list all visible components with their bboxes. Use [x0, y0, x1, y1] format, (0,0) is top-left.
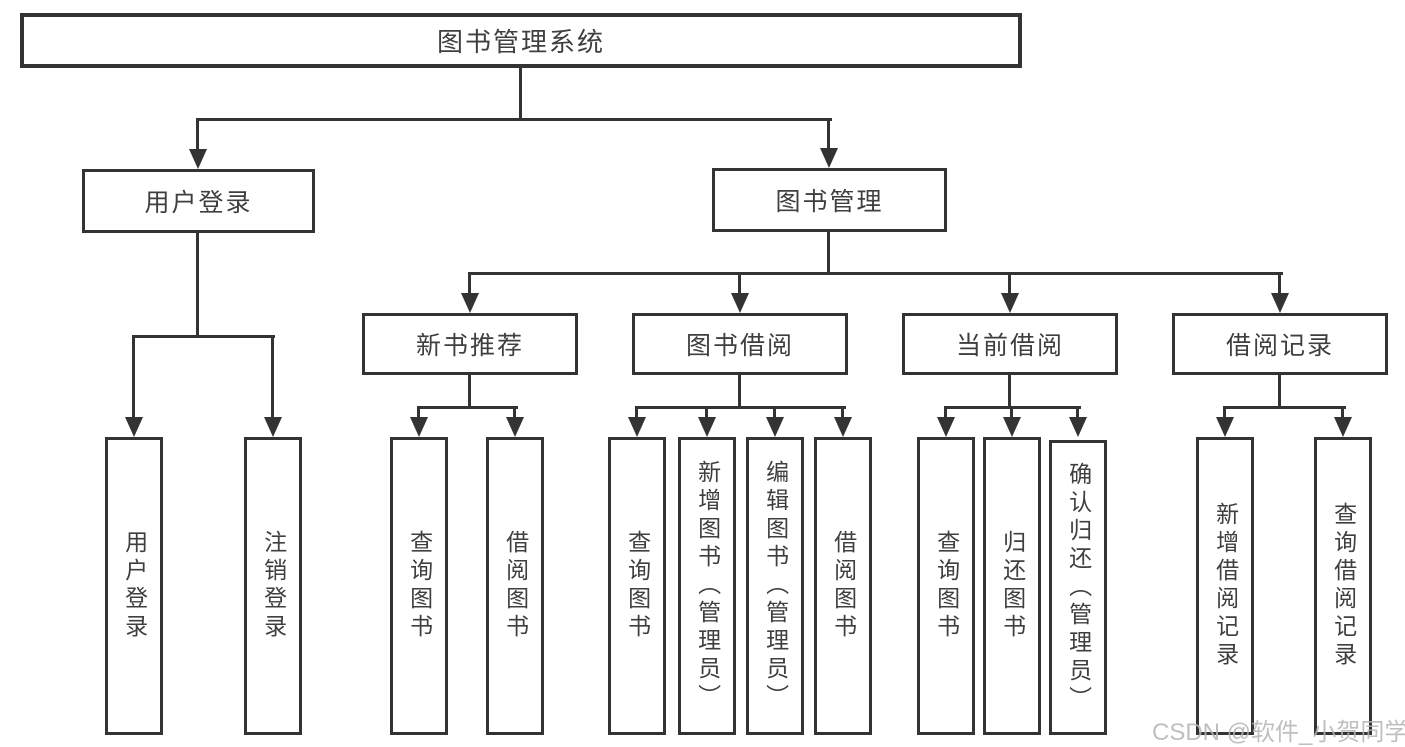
connector-arrowhead: [264, 417, 282, 437]
leaf-query-books: 查询图书: [608, 437, 666, 735]
connector-line: [1076, 406, 1079, 420]
leaf-user-login: 用户登录: [105, 437, 163, 735]
connector-line: [827, 118, 830, 152]
connector-arrowhead: [125, 417, 143, 437]
connector-line: [468, 272, 1283, 275]
connector-arrowhead: [1001, 293, 1019, 313]
leaf-confirm-return-admin: 确认归还（管理员）: [1049, 440, 1107, 735]
connector-arrowhead: [189, 149, 207, 169]
connector-line: [417, 406, 518, 409]
node-user-login-label: 用户登录: [144, 189, 253, 217]
leaf-return-books-label: 归还图书: [999, 530, 1026, 642]
connector-line: [738, 375, 741, 409]
leaf-user-login-label: 用户登录: [121, 530, 148, 642]
node-book-management-label: 图书管理: [775, 188, 884, 216]
connector-arrowhead: [461, 293, 479, 313]
connector-line: [635, 406, 638, 420]
node-new-book-recommend-label: 新书推荐: [415, 332, 524, 360]
connector-line: [773, 406, 776, 420]
connector-arrowhead: [820, 148, 838, 168]
connector-line: [132, 335, 275, 338]
node-book-borrow-label: 图书借阅: [685, 332, 794, 360]
connector-line: [635, 406, 846, 409]
leaf-query-current-label: 查询图书: [933, 530, 960, 642]
node-current-borrow-label: 当前借阅: [955, 332, 1064, 360]
leaf-query-current: 查询图书: [917, 437, 975, 735]
node-borrow-records-label: 借阅记录: [1225, 332, 1334, 360]
connector-arrowhead: [1216, 417, 1234, 437]
leaf-borrow-books: 借阅图书: [814, 437, 872, 735]
leaf-query-books-label: 查询图书: [624, 530, 651, 642]
node-root-label: 图书管理系统: [436, 27, 605, 57]
connector-arrowhead: [1069, 417, 1087, 437]
node-root: 图书管理系统: [20, 13, 1022, 68]
leaf-add-books-admin: 新增图书（管理员）: [678, 437, 736, 735]
leaf-query-borrow-record-label: 查询借阅记录: [1330, 502, 1357, 670]
connector-arrowhead: [1271, 293, 1289, 313]
csdn-watermark: CSDN @软件_小贺同学: [1152, 719, 1405, 746]
connector-line: [468, 375, 471, 409]
leaf-confirm-return-admin-label: 确认归还（管理员）: [1065, 461, 1092, 714]
connector-arrowhead: [834, 417, 852, 437]
connector-line: [271, 335, 274, 420]
connector-line: [1010, 406, 1013, 420]
connector-line: [738, 272, 741, 296]
connector-arrowhead: [766, 417, 784, 437]
node-new-book-recommend: 新书推荐: [362, 313, 578, 375]
leaf-logout: 注销登录: [244, 437, 302, 735]
connector-line: [1341, 406, 1344, 420]
leaf-add-borrow-record-label: 新增借阅记录: [1212, 502, 1239, 670]
connector-line: [196, 233, 199, 338]
leaf-query-books-recommend: 查询图书: [390, 437, 448, 735]
node-borrow-records: 借阅记录: [1172, 313, 1388, 375]
connector-line: [1008, 375, 1011, 409]
leaf-borrow-books-recommend-label: 借阅图书: [502, 530, 529, 642]
connector-line: [468, 272, 471, 296]
connector-line: [519, 66, 522, 120]
node-book-borrow: 图书借阅: [632, 313, 848, 375]
connector-line: [1008, 272, 1011, 296]
leaf-add-borrow-record: 新增借阅记录: [1196, 437, 1254, 735]
connector-arrowhead: [937, 417, 955, 437]
leaf-borrow-books-label: 借阅图书: [830, 530, 857, 642]
leaf-edit-books-admin: 编辑图书（管理员）: [746, 437, 804, 735]
connector-line: [1278, 375, 1281, 409]
connector-line: [513, 406, 516, 420]
connector-arrowhead: [1003, 417, 1021, 437]
connector-arrowhead: [628, 417, 646, 437]
leaf-add-books-admin-label: 新增图书（管理员）: [694, 460, 721, 712]
leaf-borrow-books-recommend: 借阅图书: [486, 437, 544, 735]
connector-line: [196, 118, 832, 121]
connector-arrowhead: [410, 417, 428, 437]
connector-line: [827, 232, 830, 275]
leaf-query-books-recommend-label: 查询图书: [406, 530, 433, 642]
connector-line: [196, 118, 199, 152]
connector-line: [1223, 406, 1346, 409]
connector-line: [132, 335, 135, 420]
leaf-logout-label: 注销登录: [260, 530, 287, 642]
connector-arrowhead: [506, 417, 524, 437]
connector-line: [705, 406, 708, 420]
leaf-edit-books-admin-label: 编辑图书（管理员）: [762, 460, 789, 712]
connector-line: [1223, 406, 1226, 420]
leaf-query-borrow-record: 查询借阅记录: [1314, 437, 1372, 735]
connector-arrowhead: [1334, 417, 1352, 437]
connector-line: [841, 406, 844, 420]
connector-arrowhead: [698, 417, 716, 437]
connector-line: [417, 406, 420, 420]
connector-line: [944, 406, 947, 420]
node-user-login: 用户登录: [82, 169, 315, 233]
leaf-return-books: 归还图书: [983, 437, 1041, 735]
node-current-borrow: 当前借阅: [902, 313, 1118, 375]
connector-line: [1278, 272, 1281, 296]
connector-arrowhead: [731, 293, 749, 313]
node-book-management: 图书管理: [712, 168, 947, 232]
